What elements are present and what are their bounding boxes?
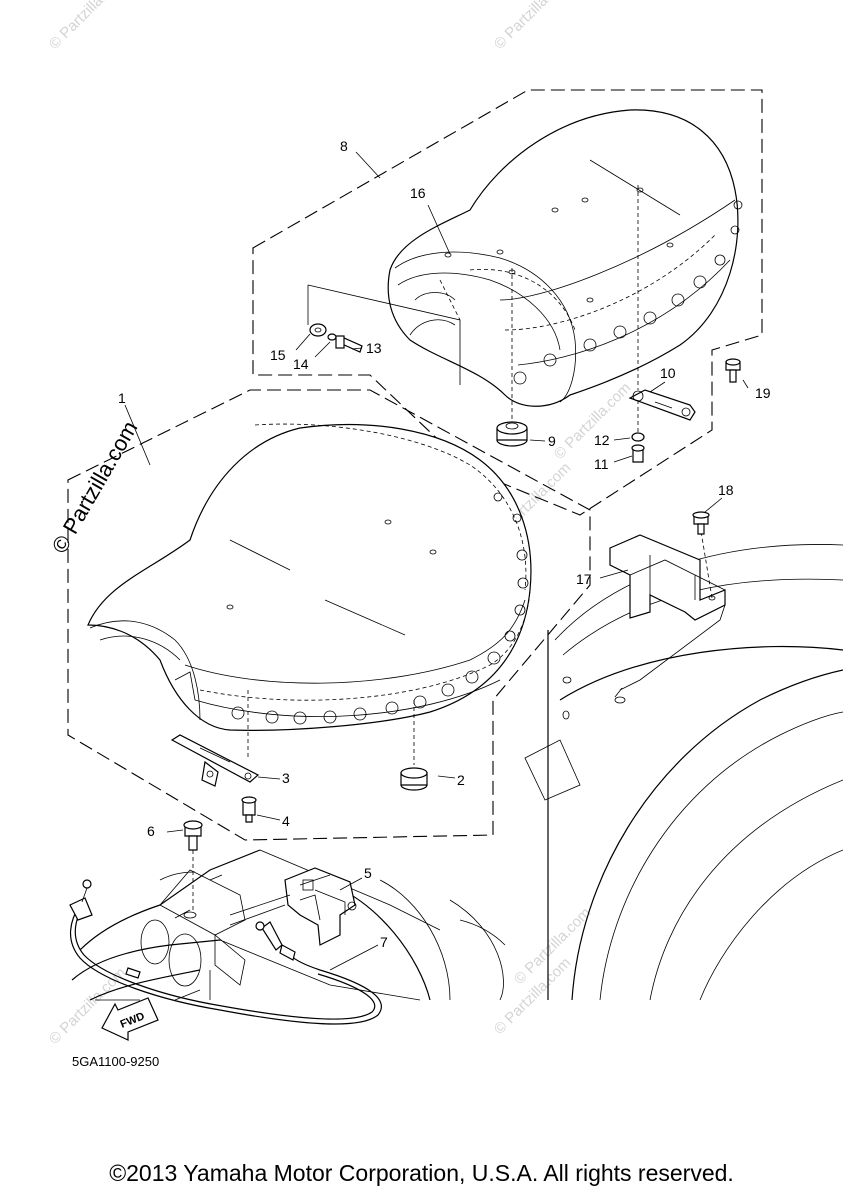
callout-14: 14 [293,356,309,372]
seat-lock-cable-7 [69,879,382,1025]
damper-9 [496,268,528,447]
callout-6: 6 [147,823,155,839]
seat-lock-5 [229,867,357,946]
copyright-notice: ©2013 Yamaha Motor Corporation, U.S.A. A… [109,1160,734,1186]
bracket-3 [170,690,260,823]
callout-10: 10 [660,365,676,381]
passenger-seat-bolt-detail [307,279,461,385]
watermark-top-right: © Partzilla.com [491,0,574,53]
watermark-main: © Partzilla.com [47,417,143,558]
callout-19: 19 [755,385,771,401]
callout-4: 4 [282,813,290,829]
callout-11: 11 [594,456,609,472]
bolt-6 [183,820,203,912]
passenger-seat [387,109,743,407]
callout-7: 7 [380,934,388,950]
callout-9: 9 [548,433,556,449]
bolt-4 [241,796,257,823]
bracket-17 [609,511,726,691]
damper-2 [400,700,428,791]
callout-12: 12 [594,432,610,448]
callout-18: 18 [718,482,734,498]
passenger-seat-group-outline [252,89,763,516]
bolt-18 [692,511,710,535]
rider-seat-group-outline [67,389,591,841]
callout-13: 13 [366,340,382,356]
rider-seat [87,423,532,731]
watermark-top-left: © Partzilla.com [46,0,129,53]
washer-14 [327,333,337,341]
callout-15: 15 [270,347,286,363]
callout-5: 5 [364,865,372,881]
callout-labels: 1 2 3 4 5 6 7 8 9 10 11 12 13 14 15 16 1… [118,138,771,950]
diagram-code: 5GA1100-9250 [72,1054,159,1069]
washer-15 [309,323,327,337]
leader-lines [124,151,749,971]
callout-16: 16 [410,185,426,201]
bolt-19 [725,358,741,383]
callout-8: 8 [340,138,348,154]
callout-3: 3 [282,770,290,786]
callout-17: 17 [576,571,592,587]
frame-fender [319,544,843,1001]
fwd-arrow: FWD [101,997,159,1041]
callout-1: 1 [118,390,126,406]
bolt-13 [341,337,363,353]
nut-12 [631,432,645,442]
callout-2: 2 [457,772,465,788]
frame-tube [71,849,441,1001]
bracket-10 [628,185,696,463]
